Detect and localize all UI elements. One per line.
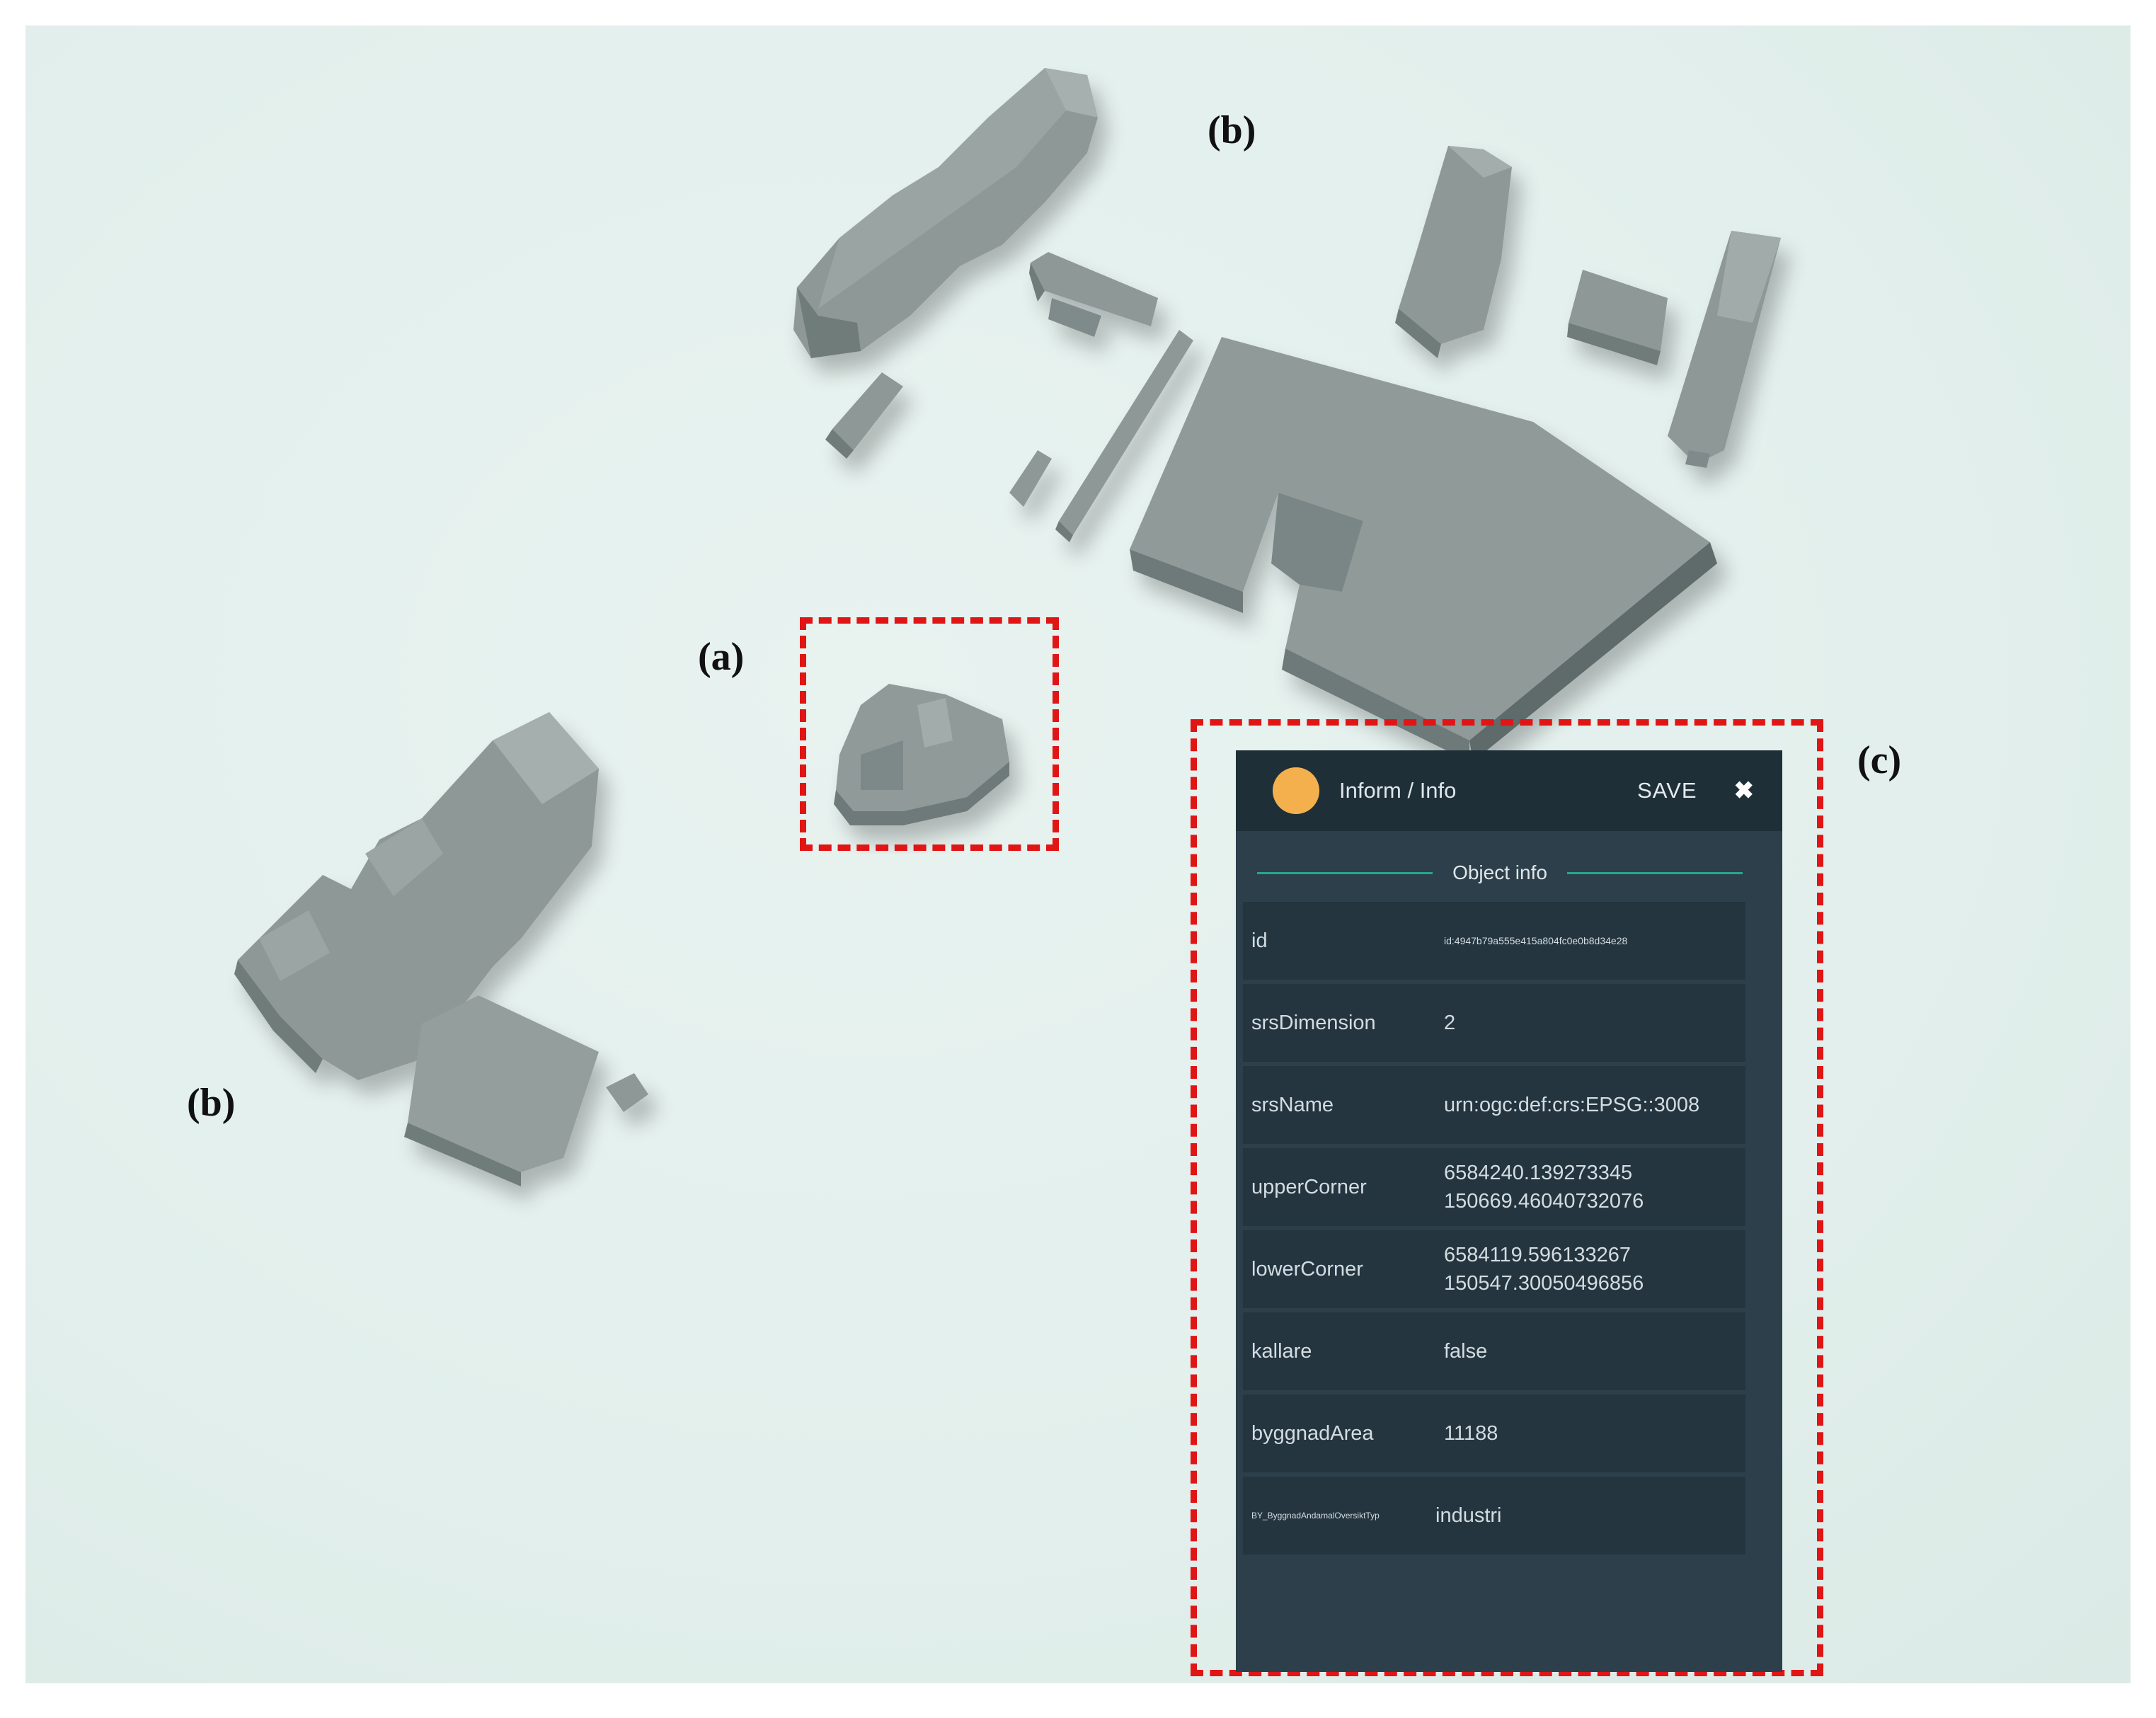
3d-map-viewport[interactable]: (a) (b) (b) (c) Inform / Info SAVE ✖ Obj… [25, 25, 2131, 1683]
attribute-key: srsName [1251, 1093, 1334, 1116]
label-b-top: (b) [1208, 108, 1256, 152]
attribute-value: 11188 [1444, 1422, 1498, 1445]
highlight-box-a [800, 617, 1059, 851]
building-small-slabs[interactable] [1009, 252, 1193, 542]
section-rule-left [1257, 871, 1433, 874]
attribute-row-srsname[interactable]: srsName urn:ogc:def:crs:EPSG::3008 [1243, 1066, 1745, 1148]
attribute-value: industri [1435, 1504, 1502, 1527]
object-info-panel: Inform / Info SAVE ✖ Object info id id:4… [1236, 750, 1782, 1672]
section-rule-right [1566, 871, 1743, 874]
attribute-row-lowercorner[interactable]: lowerCorner 6584119.596133267 150547.300… [1243, 1230, 1745, 1312]
attribute-key: lowerCorner [1251, 1257, 1363, 1281]
attribute-key: kallare [1251, 1339, 1312, 1363]
attribute-value: urn:ogc:def:crs:EPSG::3008 [1444, 1094, 1700, 1116]
panel-title: Inform / Info [1339, 778, 1457, 803]
attribute-key: upperCorner [1251, 1175, 1367, 1198]
close-icon[interactable]: ✖ [1733, 777, 1755, 804]
attribute-key: BY_ByggnadAndamalOversiktTyp [1251, 1511, 1380, 1521]
building-top-left[interactable] [793, 68, 1098, 459]
attribute-row-byggnadarea[interactable]: byggnadArea 11188 [1243, 1395, 1745, 1477]
attribute-value: 6584240.139273345 150669.46040732076 [1444, 1159, 1745, 1215]
attribute-value-line: 150547.30050496856 [1444, 1272, 1644, 1295]
attribute-key: byggnadArea [1251, 1421, 1374, 1445]
section-header: Object info [1257, 851, 1743, 895]
attribute-row-uppercorner[interactable]: upperCorner 6584240.139273345 150669.460… [1243, 1148, 1745, 1230]
attribute-row-kallare[interactable]: kallare false [1243, 1312, 1745, 1395]
section-title: Object info [1452, 861, 1547, 883]
attribute-row-andamal[interactable]: BY_ByggnadAndamalOversiktTyp industri [1243, 1477, 1745, 1559]
status-dot-icon [1273, 767, 1319, 814]
attribute-key: srsDimension [1251, 1011, 1376, 1034]
label-a: (a) [698, 635, 745, 679]
attribute-value: 6584119.596133267 150547.30050496856 [1444, 1241, 1745, 1298]
attribute-row-srsdimension[interactable]: srsDimension 2 [1243, 984, 1745, 1066]
attribute-value-line: 150669.46040732076 [1444, 1190, 1644, 1213]
attribute-list: id id:4947b79a555e415a804fc0e0b8d34e28 s… [1243, 902, 1745, 1559]
attribute-row-id[interactable]: id id:4947b79a555e415a804fc0e0b8d34e28 [1243, 902, 1745, 984]
panel-header: Inform / Info SAVE ✖ [1236, 750, 1782, 831]
attribute-value: 2 [1444, 1012, 1456, 1034]
building-selected-a[interactable] [834, 684, 1009, 825]
attribute-key: id [1251, 929, 1268, 952]
highlight-box-c [1191, 719, 1823, 1676]
label-c: (c) [1857, 738, 1902, 782]
save-button[interactable]: SAVE [1637, 778, 1697, 803]
building-bottom-left[interactable] [234, 712, 648, 1186]
attribute-value: id:4947b79a555e415a804fc0e0b8d34e28 [1444, 935, 1628, 946]
building-top-right[interactable] [1395, 146, 1781, 468]
attribute-value-line: 6584119.596133267 [1444, 1244, 1631, 1266]
attribute-value: false [1444, 1340, 1488, 1363]
attribute-value-line: 6584240.139273345 [1444, 1162, 1633, 1184]
building-large-industrial[interactable] [1130, 337, 1717, 762]
building-models[interactable] [25, 25, 2131, 1683]
label-b-left: (b) [187, 1081, 236, 1125]
